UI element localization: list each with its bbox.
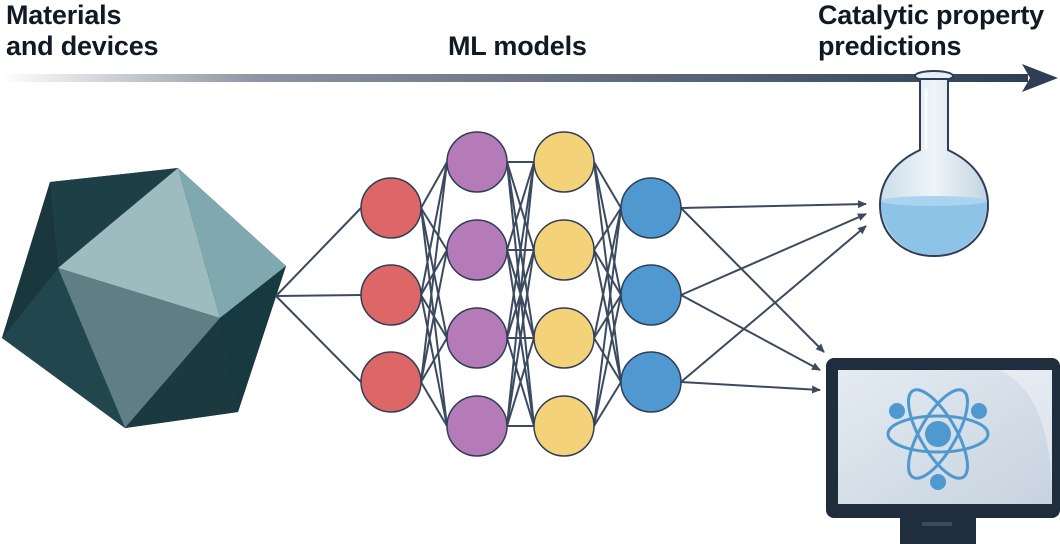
crystal-to-input-edge (275, 207, 362, 297)
network-edge (420, 381, 448, 427)
hidden1-node (446, 307, 508, 369)
input-node (360, 264, 422, 326)
network-edge (593, 207, 622, 251)
network-edges (275, 161, 867, 427)
flask-icon (878, 70, 990, 258)
output-node (620, 264, 682, 326)
output-to-flask-arrow (680, 200, 867, 209)
timeline-bar (0, 74, 1028, 82)
network-edge (420, 249, 448, 383)
network-edge (506, 161, 535, 251)
timeline-arrowhead (1022, 64, 1058, 92)
network-edge (506, 249, 535, 427)
network-edge (506, 161, 535, 339)
output-to-monitor-arrow (680, 294, 821, 371)
hidden2-node (533, 395, 595, 457)
stage-label-predictions: Catalytic property predictions (818, 0, 1044, 61)
stage-label-ml-models: ML models (448, 31, 587, 61)
hidden2-node (533, 219, 595, 281)
input-node (360, 351, 422, 413)
output-node (620, 351, 682, 413)
network-edge (593, 207, 622, 427)
network-edge (420, 161, 448, 296)
network-edge (593, 207, 622, 339)
output-to-flask-arrow (680, 225, 867, 383)
hidden2-node (533, 307, 595, 369)
crystal-to-input-edge (275, 295, 362, 383)
crystal-icon (2, 168, 286, 428)
timeline-arrow (0, 64, 1058, 92)
network-edge (506, 337, 535, 427)
network-edge (593, 294, 622, 427)
output-to-monitor-arrow (680, 207, 825, 353)
hidden1-node (446, 395, 508, 457)
network-edge (593, 381, 622, 427)
stage-label-materials: Materials and devices (6, 0, 159, 61)
atom-icon (886, 388, 990, 490)
monitor-icon (826, 358, 1060, 544)
output-node (620, 177, 682, 239)
network-nodes (360, 131, 682, 457)
network-edge (420, 161, 448, 209)
output-to-flask-arrow (680, 213, 867, 296)
crystal-to-input-edge (275, 294, 362, 297)
network-edge (420, 337, 448, 383)
input-node (360, 177, 422, 239)
hidden2-node (533, 131, 595, 193)
network-edge (420, 161, 448, 383)
hidden1-node (446, 131, 508, 193)
hidden1-node (446, 219, 508, 281)
network-edge (593, 161, 622, 209)
output-to-monitor-arrow (680, 381, 821, 394)
network-edge (506, 161, 535, 427)
